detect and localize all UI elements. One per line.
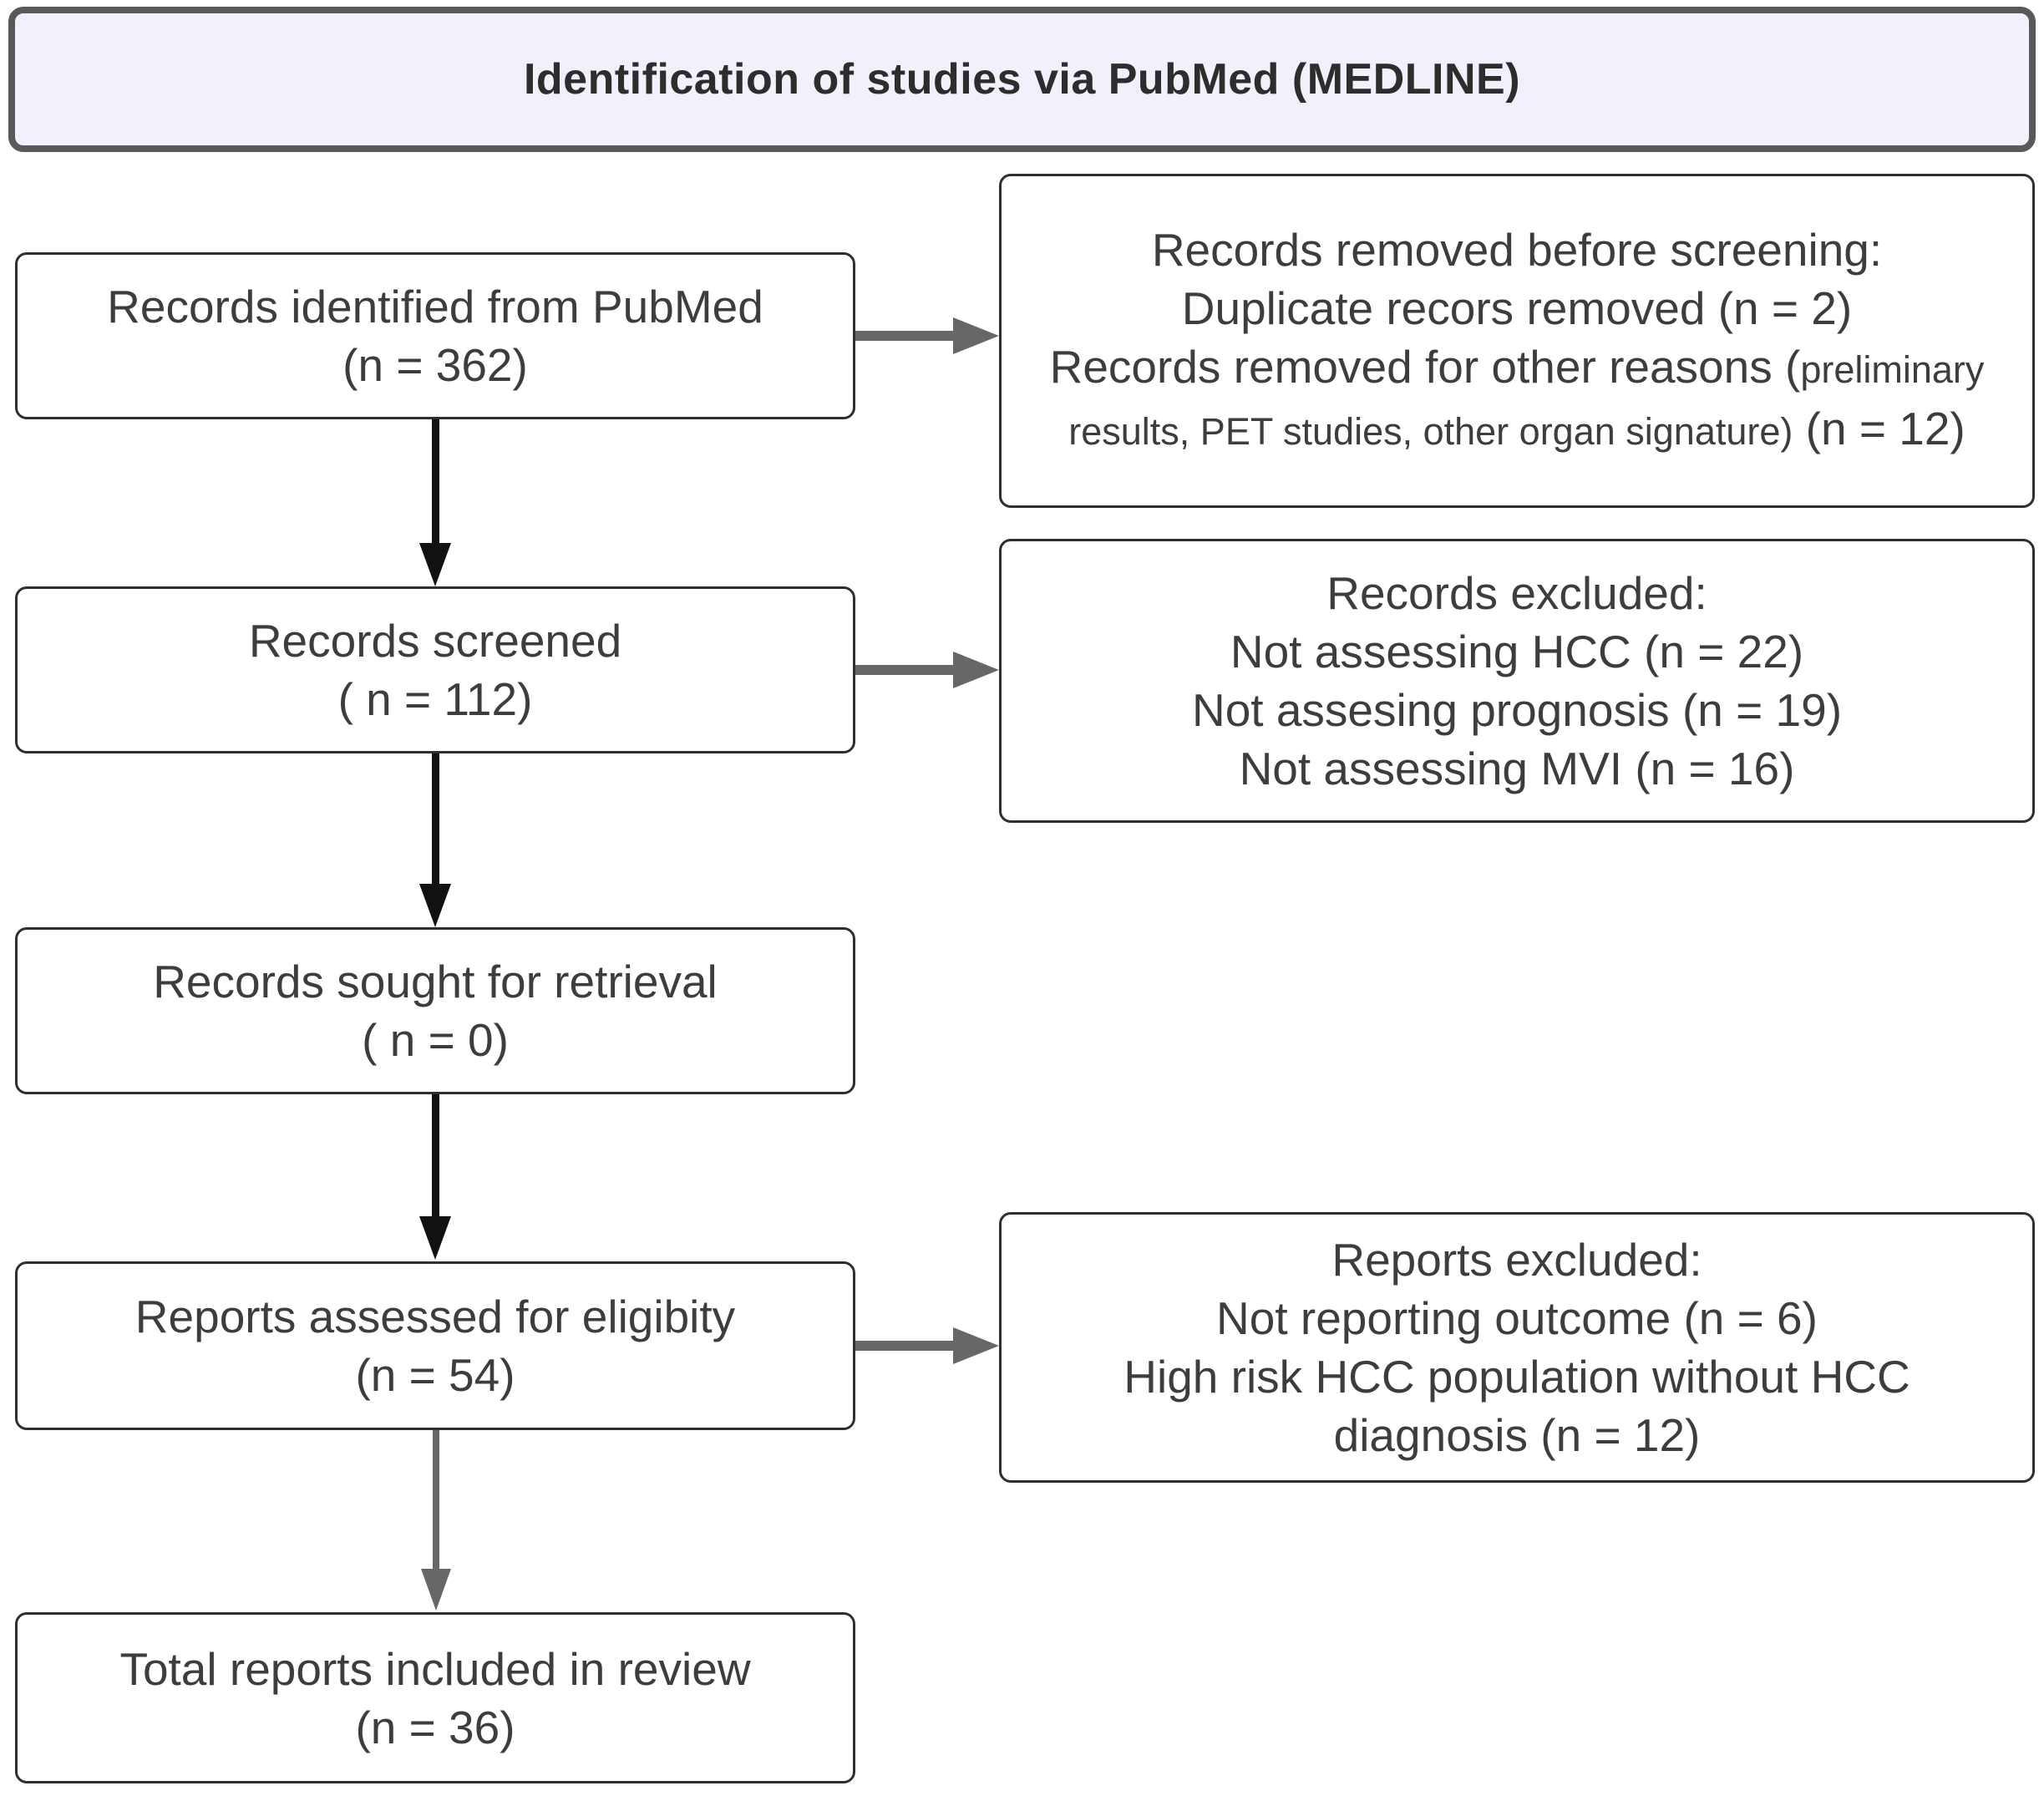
arrow-shaft — [855, 665, 953, 675]
box-records-excluded: Records excluded: Not assessing HCC (n =… — [999, 539, 2035, 823]
box-count: ( n = 0) — [362, 1014, 509, 1066]
box-records-sought: Records sought for retrieval ( n = 0) — [15, 927, 855, 1094]
box-total-included: Total reports included in review (n = 36… — [15, 1612, 855, 1783]
arrow-shaft — [432, 753, 439, 885]
box-line: Duplicate recors removed (n = 2) — [1181, 282, 1853, 334]
arrow-shaft — [855, 1341, 953, 1351]
box-line: Records screened — [248, 615, 622, 667]
box-count: (n = 36) — [355, 1701, 515, 1753]
box-line: diagnosis (n = 12) — [1333, 1409, 1701, 1461]
box-line: Records sought for retrieval — [153, 956, 718, 1007]
box-line: results, PET studies, other organ signat… — [1068, 399, 1965, 461]
box-line: Not assessing MVI (n = 16) — [1239, 743, 1795, 794]
box-line: Records excluded: — [1326, 567, 1707, 619]
header-banner: Identification of studies via PubMed (ME… — [8, 7, 2036, 152]
box-records-identified: Records identified from PubMed (n = 362) — [15, 252, 855, 419]
box-line-detail: results, PET studies, other organ signat… — [1068, 410, 1793, 453]
box-line: Not reporting outcome (n = 6) — [1216, 1292, 1818, 1344]
box-line: Records removed before screening: — [1151, 224, 1883, 276]
arrow-down-icon — [419, 884, 451, 927]
box-count: (n = 362) — [342, 339, 528, 391]
box-records-screened: Records screened ( n = 112) — [15, 586, 855, 753]
box-line: Reports assessed for eligibity — [134, 1291, 736, 1342]
arrow-right-icon — [953, 652, 999, 688]
box-records-removed-before-screening: Records removed before screening: Duplic… — [999, 174, 2035, 508]
box-line-main: Records removed for other reasons ( — [1049, 341, 1801, 393]
box-line: Total reports included in review — [119, 1642, 751, 1695]
arrow-right-icon — [953, 317, 999, 354]
arrow-shaft — [432, 1094, 439, 1218]
box-line: Reports excluded: — [1331, 1234, 1702, 1286]
diagram-title: Identification of studies via PubMed (ME… — [523, 55, 1521, 104]
arrow-down-icon — [419, 543, 451, 586]
arrow-down-icon — [421, 1569, 451, 1611]
box-line: Not assessing HCC (n = 22) — [1230, 626, 1804, 677]
arrow-down-icon — [419, 1216, 451, 1260]
box-line: High risk HCC population without HCC — [1123, 1351, 1910, 1403]
box-line: Records identified from PubMed — [107, 281, 763, 332]
arrow-shaft — [855, 331, 953, 341]
box-line-main: (n = 12) — [1793, 403, 1965, 454]
box-line: Records removed for other reasons (preli… — [1050, 337, 1985, 399]
arrow-shaft — [433, 1430, 439, 1570]
box-reports-excluded: Reports excluded: Not reporting outcome … — [999, 1212, 2035, 1483]
arrow-shaft — [432, 419, 439, 545]
box-count: ( n = 112) — [337, 673, 533, 725]
box-line: Not assesing prognosis (n = 19) — [1191, 684, 1843, 736]
arrow-right-icon — [953, 1327, 999, 1364]
box-count: (n = 54) — [355, 1349, 515, 1401]
box-line-detail: preliminary — [1800, 348, 1985, 391]
box-reports-assessed: Reports assessed for eligibity (n = 54) — [15, 1261, 855, 1430]
